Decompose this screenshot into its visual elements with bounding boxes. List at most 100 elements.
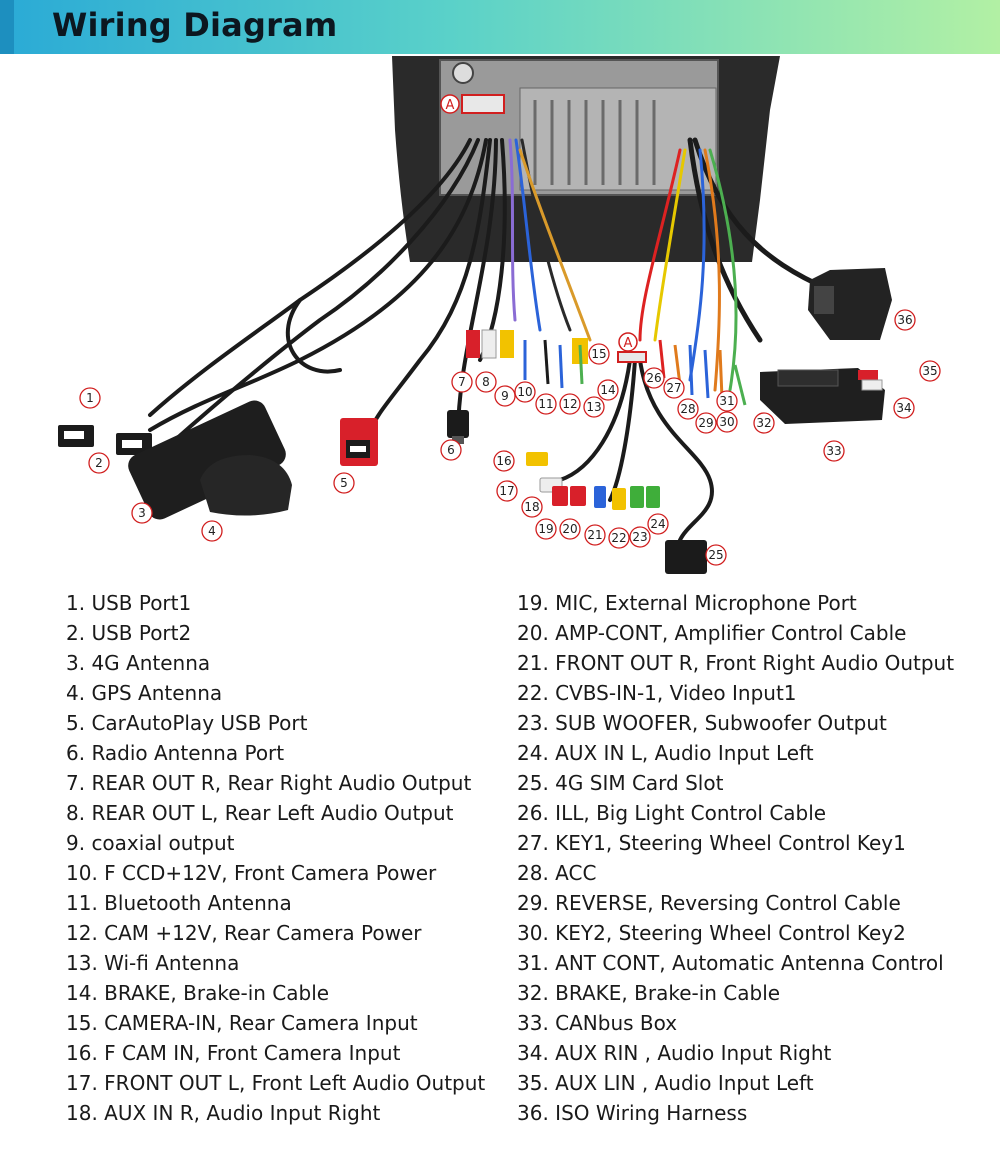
loom-connector-a-label: A [624,336,633,351]
svg-text:27: 27 [666,381,681,395]
callout-29: 29 [695,412,717,434]
svg-text:35: 35 [922,364,937,378]
callout-26: 26 [643,367,665,389]
svg-text:24: 24 [650,517,665,531]
callout-24: 24 [647,513,669,535]
unit-connector-a [461,94,505,114]
callout-4: 4 [201,520,223,542]
legend-item: 16. F CAM IN, Front Camera Input [66,1041,401,1065]
legend-item: 36. ISO Wiring Harness [517,1101,748,1125]
callouts: 1 2 3 4 5 6 7 8 9 10 11 12 13 14 15 16 1… [79,309,941,566]
svg-text:22: 22 [611,531,626,545]
legend-right-column: 19. MIC, External Microphone Port 20. AM… [517,588,954,1128]
legend-item: 30. KEY2, Steering Wheel Control Key2 [517,921,906,945]
header-banner: Wiring Diagram [0,0,1000,54]
svg-text:28: 28 [680,402,695,416]
svg-text:26: 26 [646,371,661,385]
legend-item: 26. ILL, Big Light Control Cable [517,801,827,825]
callout-6: 6 [440,439,462,461]
svg-text:14: 14 [600,383,615,397]
callout-32: 32 [753,412,775,434]
legend-item: 19. MIC, External Microphone Port [517,591,857,615]
legend-item: 2. USB Port2 [66,621,192,645]
callout-3: 3 [131,502,153,524]
svg-text:18: 18 [524,500,539,514]
legend-item: 5. CarAutoPlay USB Port [66,711,308,735]
callout-21: 21 [584,524,606,546]
legend-item: 31. ANT CONT, Automatic Antenna Control [517,951,944,975]
callout-27: 27 [663,377,685,399]
svg-text:1: 1 [86,391,94,405]
callout-34: 34 [893,397,915,419]
callout-15: 15 [588,343,610,365]
carautoplay-usb-connector [340,418,378,466]
svg-text:29: 29 [698,416,713,430]
legend-item: 4. GPS Antenna [66,681,223,705]
svg-text:3: 3 [138,506,146,520]
pigtail-wires [523,339,747,406]
svg-text:23: 23 [632,530,647,544]
page-title: Wiring Diagram [52,6,338,44]
callout-31: 31 [716,390,738,412]
rear-rca-connectors [466,329,588,364]
callout-22: 22 [608,527,630,549]
usb-port-2-connector [116,433,152,455]
usb-port-1-connector [58,425,94,447]
legend-item: 8. REAR OUT L, Rear Left Audio Output [66,801,454,825]
svg-text:17: 17 [499,484,514,498]
callout-18: 18 [521,496,543,518]
loom-connector-a: A [617,332,647,363]
legend-item: 1. USB Port1 [66,591,192,615]
callout-19: 19 [535,518,557,540]
callout-23: 23 [629,526,651,548]
callout-5: 5 [333,472,355,494]
svg-text:33: 33 [826,444,841,458]
legend-item: 17. FRONT OUT L, Front Left Audio Output [66,1071,486,1095]
svg-text:15: 15 [591,347,606,361]
wire-loom-lower [558,358,714,542]
unit-connector-a-label: A [446,98,455,113]
legend-left-column: 1. USB Port1 2. USB Port2 3. 4G Antenna … [66,588,485,1128]
callout-36: 36 [894,309,916,331]
svg-text:13: 13 [586,400,601,414]
legend-item: 33. CANbus Box [517,1011,678,1035]
legend-item: 18. AUX IN R, Audio Input Right [66,1101,381,1125]
callout-28: 28 [677,398,699,420]
iso-harness-plug [808,268,892,340]
legend-item: 22. CVBS-IN-1, Video Input1 [517,681,797,705]
legend-item: 11. Bluetooth Antenna [66,891,292,915]
svg-text:21: 21 [587,528,602,542]
callout-10: 10 [514,381,536,403]
callout-25: 25 [705,544,727,566]
legend-item: 3. 4G Antenna [66,651,211,675]
callout-7: 7 [451,371,473,393]
legend-item: 23. SUB WOOFER, Subwoofer Output [517,711,887,735]
callout-17: 17 [496,480,518,502]
callout-35: 35 [919,360,941,382]
legend-item: 15. CAMERA-IN, Rear Camera Input [66,1011,418,1035]
banner-accent [0,0,14,54]
legend-item: 9. coaxial output [66,831,235,855]
svg-text:34: 34 [896,401,911,415]
svg-text:2: 2 [95,456,103,470]
legend-item: 27. KEY1, Steering Wheel Control Key1 [517,831,906,855]
callout-30: 30 [716,411,738,433]
legend-item: 25. 4G SIM Card Slot [517,771,724,795]
legend-item: 35. AUX LIN , Audio Input Left [517,1071,814,1095]
svg-text:7: 7 [458,375,466,389]
callout-14: 14 [597,379,619,401]
wiring-diagram: A [58,56,941,574]
svg-text:5: 5 [340,476,348,490]
wire-bundle-right [638,137,833,392]
svg-text:10: 10 [517,385,532,399]
callout-1: 1 [79,387,101,409]
legend-item: 21. FRONT OUT R, Front Right Audio Outpu… [517,651,955,675]
wire-bundle-middle [508,138,592,342]
callout-33: 33 [823,440,845,462]
callout-13: 13 [583,396,605,418]
4g-antenna-shape [128,400,286,520]
svg-text:6: 6 [447,443,455,457]
svg-text:32: 32 [756,416,771,430]
svg-text:20: 20 [562,522,577,536]
svg-text:12: 12 [562,397,577,411]
